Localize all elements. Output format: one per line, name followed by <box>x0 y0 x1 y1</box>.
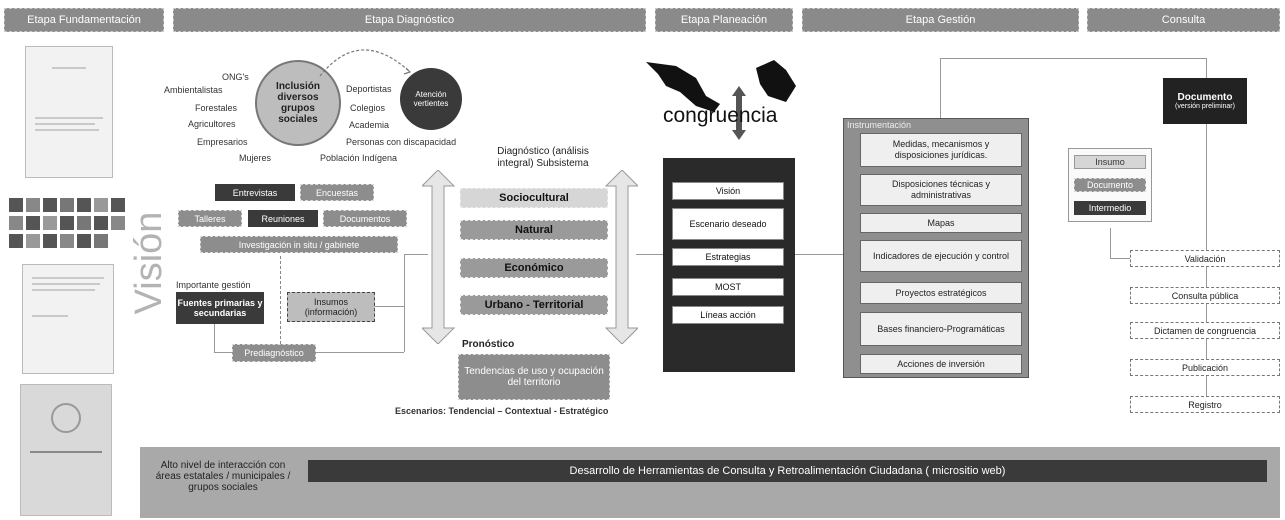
reuniones-box: Reuniones <box>248 210 318 227</box>
consulta-step-publicacion: Publicación <box>1130 359 1280 376</box>
consulta-step-registro: Registro <box>1130 396 1280 413</box>
group-ambientalistas: Ambientalistas <box>164 85 223 95</box>
plan-item-vision: Visión <box>672 182 784 200</box>
consulta-step-dictamen: Dictamen de congruencia <box>1130 322 1280 339</box>
talleres-box: Talleres <box>178 210 242 227</box>
group-discapacidad: Personas con discapacidad <box>346 137 457 147</box>
documentos-box: Documentos <box>323 210 407 227</box>
map-icons <box>646 60 796 140</box>
stage-gestion: Etapa Gestión <box>802 8 1079 32</box>
gestion-item-indicadores: Indicadores de ejecución y control <box>860 240 1022 272</box>
consulta-step-validacion: Validación <box>1130 250 1280 267</box>
document-thumbnail-2 <box>22 264 114 374</box>
legend-insumo: Insumo <box>1074 155 1146 169</box>
group-indigena: Población Indígena <box>320 153 398 163</box>
documento-label: Documento <box>1177 92 1233 103</box>
subsystem-natural: Natural <box>460 220 608 240</box>
gestion-item-acciones: Acciones de inversión <box>860 354 1022 374</box>
plan-item-estrategias: Estrategias <box>672 248 784 266</box>
encuestas-box: Encuestas <box>300 184 374 201</box>
importante-gestion-label: Importante gestión <box>176 280 251 290</box>
gestion-item-mapas: Mapas <box>860 213 1022 233</box>
documento-box: Documento (versión preliminar) <box>1163 78 1247 124</box>
atencion-circle: Atención vertientes <box>400 68 462 130</box>
stage-consulta: Consulta <box>1087 8 1280 32</box>
ods-icons-thumbnail <box>9 198 129 250</box>
documento-sublabel: (versión preliminar) <box>1175 103 1235 110</box>
subsystem-urbano: Urbano - Territorial <box>460 295 608 315</box>
investigacion-box: Investigación in situ / gabinete <box>200 236 398 253</box>
stage-planeacion: Etapa Planeación <box>655 8 793 32</box>
congruencia-label: congruencia <box>663 104 778 127</box>
group-forestales: Forestales <box>195 103 238 113</box>
group-mujeres: Mujeres <box>239 153 272 163</box>
diagnostico-title: Diagnóstico (análisis integral) Subsiste… <box>497 146 589 169</box>
document-thumbnail-1 <box>25 46 113 178</box>
double-arrows <box>422 170 638 344</box>
legend-documento: Documento <box>1074 178 1146 192</box>
document-thumbnail-3 <box>20 384 112 516</box>
gestion-item-disposiciones: Disposiciones técnicas y administrativas <box>860 174 1022 206</box>
vision-label: Visión <box>128 211 170 315</box>
group-empresarios: Empresarios <box>197 137 248 147</box>
subsystem-economico: Económico <box>460 258 608 278</box>
stage-fundamentacion: Etapa Fundamentación <box>4 8 164 32</box>
group-colegios: Colegios <box>350 103 386 113</box>
inclusion-circle: Inclusión diversos grupos sociales <box>255 60 341 146</box>
pronostico-label: Pronóstico <box>462 339 515 350</box>
cycle-arrows <box>319 49 412 77</box>
gestion-item-bases: Bases financiero-Programáticas <box>860 312 1022 346</box>
stage-diagnostico: Etapa Diagnóstico <box>173 8 646 32</box>
escenarios-label: Escenarios: Tendencial – Contextual - Es… <box>395 406 609 416</box>
gestion-item-proyectos: Proyectos estratégicos <box>860 282 1022 304</box>
footer-band <box>140 447 1280 518</box>
footer-herramientas-bar: Desarrollo de Herramientas de Consulta y… <box>308 460 1267 482</box>
plan-item-escenario: Escenario deseado <box>672 208 784 240</box>
group-deportistas: Deportistas <box>346 84 392 94</box>
instrumentacion-header: Instrumentación <box>847 120 912 130</box>
group-agricultores: Agricultores <box>188 119 236 129</box>
prediagnostico-box: Prediagnóstico <box>232 344 316 362</box>
legend-intermedio: Intermedio <box>1074 201 1146 215</box>
group-ongs: ONG's <box>222 72 249 82</box>
gestion-item-medidas: Medidas, mecanismos y disposiciones jurí… <box>860 133 1022 167</box>
plan-item-lineas: Líneas acción <box>672 306 784 324</box>
footer-interaccion-label: Alto nivel de interacción con áreas esta… <box>155 460 291 493</box>
group-academia: Academia <box>349 120 390 130</box>
entrevistas-box: Entrevistas <box>215 184 295 201</box>
plan-item-most: MOST <box>672 278 784 296</box>
consulta-step-publica: Consulta pública <box>1130 287 1280 304</box>
subsystem-sociocultural: Sociocultural <box>460 188 608 208</box>
fuentes-box: Fuentes primarias y secundarias <box>176 292 264 324</box>
insumos-box: Insumos (información) <box>287 292 375 322</box>
tendencias-box: Tendencias de uso y ocupación del territ… <box>458 354 610 400</box>
